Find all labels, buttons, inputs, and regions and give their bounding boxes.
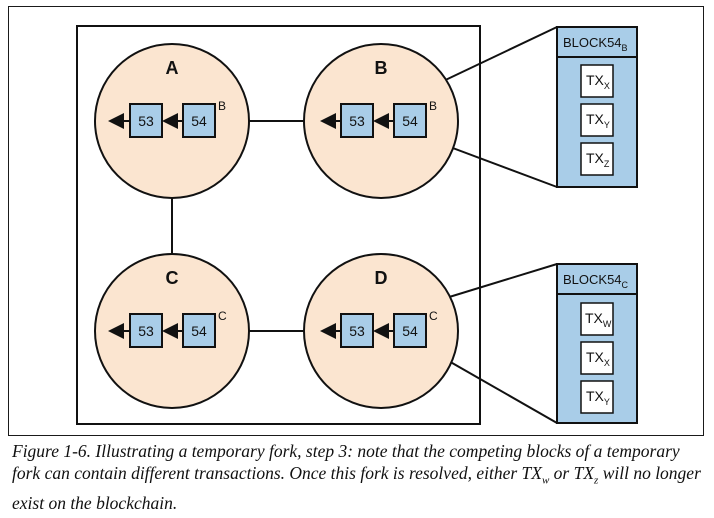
block-53-label: 53 xyxy=(138,323,154,339)
tx-label: TXZ xyxy=(586,150,610,169)
block-54-label: 54 xyxy=(191,323,207,339)
block-54-suffix: B xyxy=(429,99,437,113)
block-53 xyxy=(129,103,163,138)
fork-diagram: A 53 54 B B 53 54 B C 53 54 C D 5 xyxy=(76,25,638,425)
tx-box xyxy=(580,142,614,176)
node-c: C 53 54 C xyxy=(94,253,250,409)
block-53 xyxy=(340,103,374,138)
node-d-label: D xyxy=(375,268,388,288)
tx-label: TXW xyxy=(585,310,612,329)
caption-part-3: will no longer exist on the blockchain. xyxy=(12,463,701,513)
block-54-suffix: C xyxy=(429,309,438,323)
tx-label: TXX xyxy=(586,72,610,91)
block-54-label: 54 xyxy=(191,113,207,129)
figure-caption: Figure 1-6. Illustrating a temporary for… xyxy=(12,440,702,514)
block-54-label: 54 xyxy=(402,323,418,339)
node-a-label: A xyxy=(166,58,179,78)
node-d: D 53 54 C xyxy=(303,253,459,409)
caption-part-2: or TX xyxy=(549,463,595,483)
caption-sub-z: z xyxy=(594,474,599,487)
block-54 xyxy=(393,103,427,138)
node-c-label: C xyxy=(166,268,179,288)
block-54 xyxy=(393,313,427,348)
block-detail-title: BLOCK54C xyxy=(563,272,629,290)
tx-box xyxy=(580,341,614,375)
block-54 xyxy=(182,103,216,138)
tx-box xyxy=(580,380,614,414)
node-a: A 53 54 B xyxy=(94,43,250,199)
tx-box xyxy=(580,302,614,336)
block-53-label: 53 xyxy=(138,113,154,129)
block-54-suffix: C xyxy=(218,309,227,323)
block-53-label: 53 xyxy=(349,323,365,339)
block-detail-c: BLOCK54C TXW TXX TXY xyxy=(556,263,638,424)
block-detail-title: BLOCK54B xyxy=(563,35,628,53)
block-54-label: 54 xyxy=(402,113,418,129)
node-b: B 53 54 B xyxy=(303,43,459,199)
tx-label: TXX xyxy=(586,349,610,368)
network-boundary xyxy=(76,25,481,425)
caption-sub-w: w xyxy=(541,474,550,487)
figure-frame xyxy=(8,6,704,436)
block-54 xyxy=(182,313,216,348)
tx-label: TXY xyxy=(586,111,610,130)
node-b-label: B xyxy=(375,58,388,78)
tx-label: TXY xyxy=(586,388,610,407)
block-53-label: 53 xyxy=(349,113,365,129)
block-detail-b: BLOCK54B TXX TXY TXZ xyxy=(556,26,638,188)
block-54-suffix: B xyxy=(218,99,226,113)
tx-box xyxy=(580,103,614,137)
tx-box xyxy=(580,64,614,98)
caption-part-1: Figure 1-6. Illustrating a temporary for… xyxy=(12,441,680,483)
